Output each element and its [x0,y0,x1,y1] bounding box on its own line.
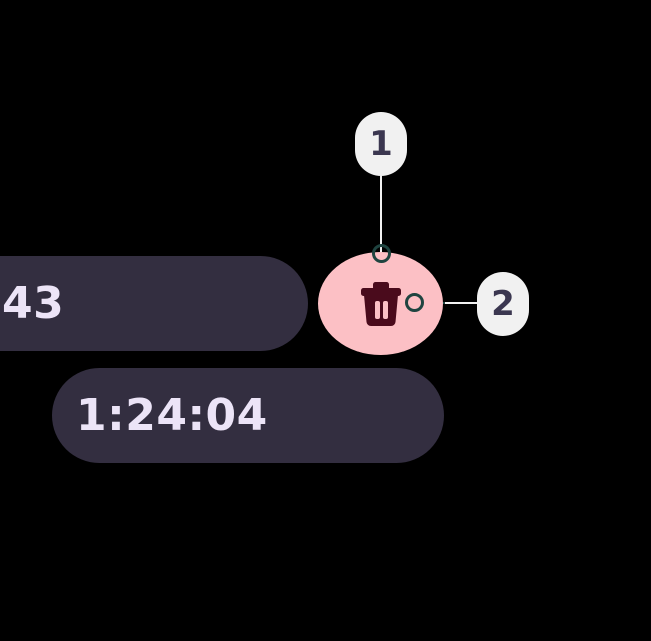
connector-line-1 [380,174,382,252]
anchor-handle-top[interactable] [372,244,391,263]
duration-pill-label: 1:24:04 [76,390,268,441]
annotation-badge-1[interactable]: 1 [355,112,407,176]
count-pill-label: 43 [2,278,65,329]
anchor-handle-right[interactable] [405,293,424,312]
duration-pill[interactable]: 1:24:04 [52,368,444,463]
annotation-badge-1-label: 1 [369,124,393,164]
annotation-badge-2-label: 2 [491,284,515,324]
annotation-badge-2[interactable]: 2 [477,272,529,336]
trash-icon [359,281,403,327]
delete-button[interactable] [318,252,443,355]
count-pill[interactable]: 43 [0,256,308,351]
connector-line-2 [423,302,479,304]
